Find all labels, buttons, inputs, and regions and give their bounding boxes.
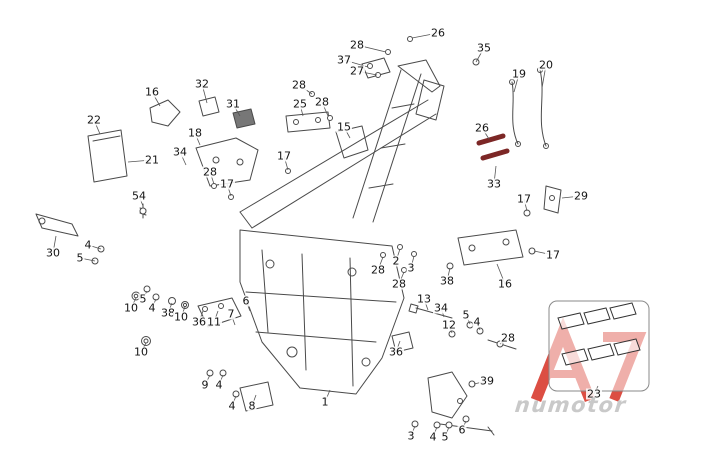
callout-17: 17	[516, 192, 532, 206]
callout-6: 6	[241, 294, 251, 308]
callout-4: 4	[428, 430, 438, 444]
callout-33: 33	[486, 177, 502, 191]
callout-25: 25	[292, 97, 308, 111]
callout-37: 37	[336, 53, 352, 67]
callout-1: 1	[320, 395, 330, 409]
callout-34: 34	[433, 301, 449, 315]
callout-16: 16	[144, 85, 160, 99]
callout-15: 15	[336, 120, 352, 134]
callout-4: 4	[214, 378, 224, 392]
callout-28: 28	[291, 78, 307, 92]
frame-parts	[35, 57, 562, 436]
gasket-box	[548, 300, 650, 392]
callout-31: 31	[225, 97, 241, 111]
callout-35: 35	[476, 41, 492, 55]
callout-28: 28	[370, 263, 386, 277]
callout-32: 32	[194, 77, 210, 91]
callout-5: 5	[75, 251, 85, 265]
callout-26: 26	[474, 121, 490, 135]
callout-30: 30	[45, 246, 61, 260]
callout-27: 27	[349, 64, 365, 78]
callout-4: 4	[147, 301, 157, 315]
callout-36: 36	[191, 315, 207, 329]
callout-23: 23	[586, 387, 602, 401]
callout-20: 20	[538, 58, 554, 72]
callout-29: 29	[573, 189, 589, 203]
callout-5: 5	[138, 292, 148, 306]
callout-21: 21	[144, 153, 160, 167]
callout-7: 7	[226, 307, 236, 321]
callout-34: 34	[172, 145, 188, 159]
callout-18: 18	[187, 126, 203, 140]
gasket-plates	[557, 302, 641, 366]
callout-4: 4	[472, 315, 482, 329]
callout-11: 11	[206, 315, 222, 329]
callout-6: 6	[457, 423, 467, 437]
callout-19: 19	[511, 67, 527, 81]
callout-38: 38	[439, 274, 455, 288]
callout-8: 8	[247, 399, 257, 413]
callout-28: 28	[349, 38, 365, 52]
callout-28: 28	[202, 165, 218, 179]
callout-9: 9	[200, 378, 210, 392]
callout-5: 5	[461, 308, 471, 322]
callout-39: 39	[479, 374, 495, 388]
callout-12: 12	[441, 318, 457, 332]
callout-28: 28	[314, 95, 330, 109]
rubber-rods	[476, 133, 510, 161]
callout-10: 10	[123, 301, 139, 315]
callout-28: 28	[391, 277, 407, 291]
callout-36: 36	[388, 345, 404, 359]
callout-10: 10	[133, 345, 149, 359]
callout-54: 54	[131, 189, 147, 203]
callout-4: 4	[227, 399, 237, 413]
callout-28: 28	[500, 331, 516, 345]
callout-38: 38	[160, 306, 176, 320]
callout-3: 3	[406, 261, 416, 275]
callout-16: 16	[497, 277, 513, 291]
callout-22: 22	[86, 113, 102, 127]
callout-26: 26	[430, 26, 446, 40]
callout-17: 17	[219, 177, 235, 191]
callout-17: 17	[276, 149, 292, 163]
callout-10: 10	[173, 310, 189, 324]
callout-2: 2	[391, 254, 401, 268]
callout-5: 5	[440, 430, 450, 444]
callout-13: 13	[416, 292, 432, 306]
callout-4: 4	[83, 238, 93, 252]
callout-17: 17	[545, 248, 561, 262]
callout-3: 3	[406, 429, 416, 443]
